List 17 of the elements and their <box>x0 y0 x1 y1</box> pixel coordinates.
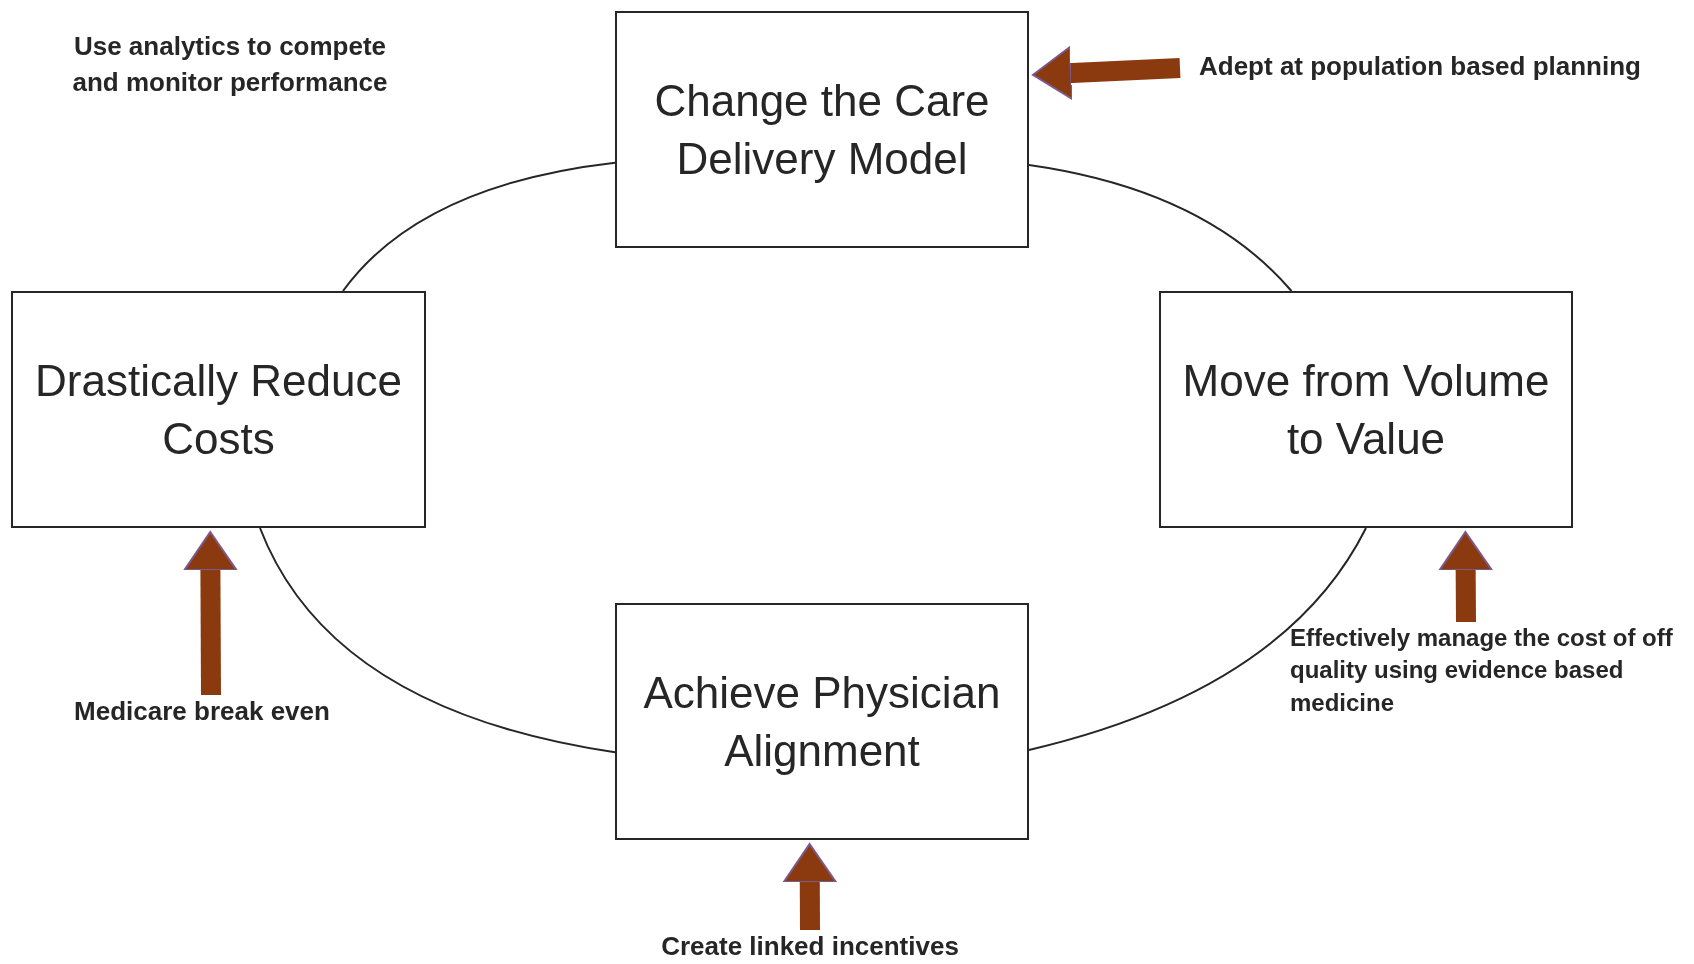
connector-arc <box>1028 164 1293 292</box>
process-box: Move from Volume to Value <box>1159 291 1573 528</box>
note-text: Create linked incentives <box>640 930 980 964</box>
block-arrow <box>1032 46 1181 100</box>
block-arrow <box>782 843 837 931</box>
connector-arc <box>1028 527 1367 751</box>
process-box: Achieve Physician Alignment <box>615 603 1029 840</box>
process-box: Drastically Reduce Costs <box>11 291 426 528</box>
block-arrow <box>1438 531 1493 623</box>
process-box: Change the Care Delivery Model <box>615 11 1029 248</box>
note-text: Adept at population based planning <box>1180 50 1660 84</box>
block-arrow <box>183 531 238 696</box>
connector-arc <box>259 527 616 754</box>
connector-arc <box>342 161 616 292</box>
note-text: Medicare break even <box>52 695 352 729</box>
note-text: Effectively manage the cost of off quality using evidence based medicine <box>1290 622 1690 720</box>
note-text: Use analytics to compete and monitor performance <box>71 30 389 100</box>
